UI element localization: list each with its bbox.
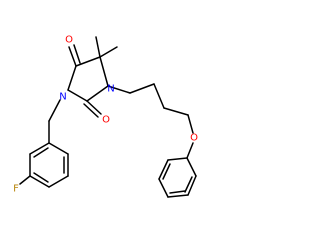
bond-chain-d (163, 107, 189, 116)
bond-chain-o (187, 114, 194, 134)
bond-c5-n1 (99, 56, 109, 87)
benzyl-linker (48, 99, 61, 144)
bond-o-ph (186, 142, 194, 159)
bond-c4-o-b (73, 44, 81, 64)
atom-label-o-upper: O (65, 35, 73, 46)
bond-fp-f (19, 175, 31, 185)
bond-c4-c5 (75, 56, 101, 67)
bond-ph-d1 (184, 176, 193, 193)
atom-label-n-left: N (59, 92, 66, 103)
bond-fp-4 (29, 175, 50, 188)
bond-c2-n3 (67, 89, 88, 102)
fluorophenyl-ring (19, 142, 69, 188)
bond-n1-ch2-a (107, 85, 131, 94)
bond-n1-c2 (86, 85, 109, 102)
bond-ph-4 (158, 178, 169, 198)
bond-chain-c (153, 83, 165, 109)
bond-fp-d3 (33, 172, 49, 183)
bond-methyl-2 (99, 46, 118, 58)
atom-label-o-lower: O (102, 115, 110, 126)
bond-c4-o-a (68, 46, 77, 67)
bond-chain-b (129, 83, 155, 94)
bond-ph-5 (158, 159, 169, 180)
gem-dimethyl (95, 36, 118, 58)
bond-n3-ch2 (48, 99, 61, 122)
bond-ph-d3 (169, 190, 186, 194)
bond-c2-o-b (83, 103, 99, 118)
hydantoin-ring (67, 56, 109, 102)
bond-fp-3 (48, 175, 69, 188)
atom-label-f: F (13, 184, 19, 195)
atom-label-n-right: N (107, 84, 114, 95)
bond-ph-d2 (162, 163, 171, 180)
bond-ph-3 (167, 194, 189, 198)
butyl-chain (107, 83, 194, 134)
phenoxy-ring (158, 142, 197, 198)
atom-label-o-ether: O (190, 133, 198, 144)
bond-methyl-1 (95, 36, 101, 58)
bond-c2-o-a (86, 100, 102, 115)
bond-ph-1 (186, 157, 197, 177)
bond-n3-c4 (67, 65, 77, 91)
bond-ph-2 (187, 175, 197, 196)
bond-fp-1 (48, 142, 69, 155)
bond-ph-6 (167, 157, 188, 161)
bond-fp-6 (29, 142, 50, 155)
structure-diagram: O O N N O F (13, 35, 198, 198)
bond-fp-d2 (33, 147, 49, 158)
carbonyl-lower (83, 100, 102, 118)
carbonyl-upper (68, 44, 81, 67)
molecule-canvas: O O N N O F (13, 35, 198, 198)
